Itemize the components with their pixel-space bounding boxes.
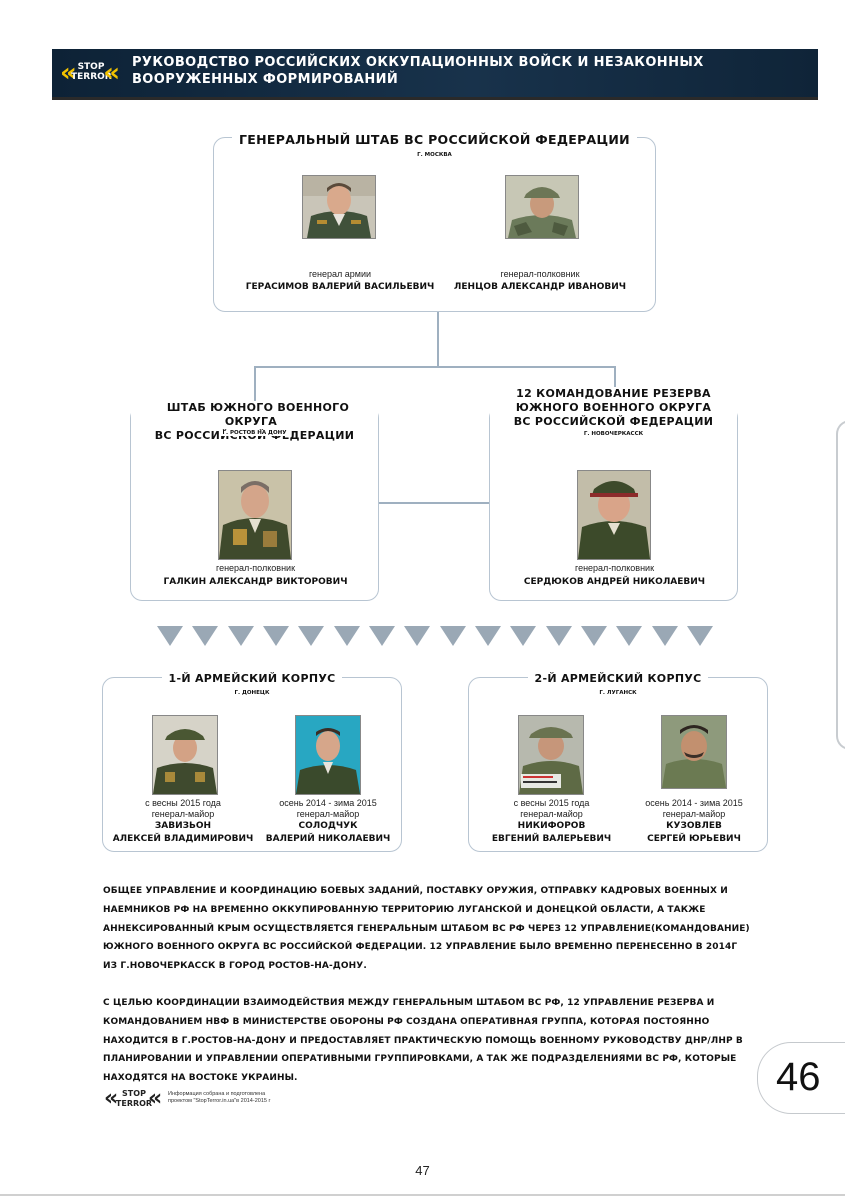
page-title: РУКОВОДСТВО РОССИЙСКИХ ОККУПАЦИОННЫХ ВОЙ…	[132, 54, 772, 88]
service-period: осень 2014 - зима 2015	[624, 798, 764, 809]
service-period: осень 2014 - зима 2015	[258, 798, 398, 809]
person-rank: генерал-полковник	[428, 269, 652, 280]
triangle-icon	[687, 626, 713, 646]
box-location: Г. НОВОЧЕРКАССК	[490, 431, 737, 438]
box-title: ГЕНЕРАЛЬНЫЙ ШТАБ ВС РОССИЙСКОЙ ФЕДЕРАЦИИ	[214, 132, 655, 148]
page-number: 47	[0, 1163, 845, 1179]
portrait-photo	[302, 175, 376, 239]
corps-2-box: 2-Й АРМЕЙСКИЙ КОРПУС Г. ЛУГАНСК с весны …	[468, 677, 768, 852]
portrait-photo	[661, 715, 727, 789]
body-paragraph: ОБЩЕЕ УПРАВЛЕНИЕ И КООРДИНАЦИЮ БОЕВЫХ ЗА…	[103, 882, 753, 976]
person-given-name: АЛЕКСЕЙ ВЛАДИМИРОВИЧ	[103, 833, 263, 845]
triangle-icon	[228, 626, 254, 646]
box-location: Г. РОСТОВ НА ДОНУ	[131, 430, 378, 437]
reserve-command-box: 12 КОМАНДОВАНИЕ РЕЗЕРВА ЮЖНОГО ВОЕННОГО …	[489, 406, 738, 601]
person-rank: генерал-полковник	[131, 563, 380, 574]
connector-line	[378, 502, 489, 504]
divider	[0, 1194, 845, 1196]
triangle-icon	[475, 626, 501, 646]
general-staff-box: ГЕНЕРАЛЬНЫЙ ШТАБ ВС РОССИЙСКОЙ ФЕДЕРАЦИИ…	[213, 137, 656, 312]
side-tab	[836, 420, 845, 750]
portrait-photo	[505, 175, 579, 239]
header-banner: « STOP TERROR « РУКОВОДСТВО РОССИЙСКИХ О…	[52, 49, 818, 100]
service-period: с весны 2015 года	[103, 798, 263, 809]
person-name: ЛЕНЦОВ АЛЕКСАНДР ИВАНОВИЧ	[428, 281, 652, 293]
triangle-icon	[616, 626, 642, 646]
triangle-icon	[334, 626, 360, 646]
person-surname: ЗАВИЗЬОН	[103, 820, 263, 832]
triangle-icon	[298, 626, 324, 646]
service-period: с весны 2015 года	[469, 798, 634, 809]
triangle-icon	[404, 626, 430, 646]
person-rank: генерал-майор	[103, 809, 263, 820]
person-given-name: ЕВГЕНИЙ ВАЛЕРЬЕВИЧ	[469, 833, 634, 845]
person-rank: генерал-майор	[624, 809, 764, 820]
box-location: Г. ЛУГАНСК	[469, 690, 767, 697]
stop-terror-logo: « STOP TERROR «	[60, 59, 120, 87]
triangle-icon	[192, 626, 218, 646]
triangle-icon	[157, 626, 183, 646]
triangle-icon	[546, 626, 572, 646]
person-name: СЕРДЮКОВ АНДРЕЙ НИКОЛАЕВИЧ	[490, 576, 739, 588]
box-title: 2-Й АРМЕЙСКИЙ КОРПУС	[469, 672, 767, 686]
triangle-icon	[510, 626, 536, 646]
page-badge: 46	[757, 1042, 845, 1114]
portrait-photo	[518, 715, 584, 795]
triangle-icon	[369, 626, 395, 646]
triangle-icon	[263, 626, 289, 646]
person-rank: генерал-полковник	[490, 563, 739, 574]
source-note: Информация собрана и подготовлена проект…	[168, 1091, 318, 1105]
person-given-name: ВАЛЕРИЙ НИКОЛАЕВИЧ	[258, 833, 398, 845]
corps-1-box: 1-Й АРМЕЙСКИЙ КОРПУС Г. ДОНЕЦК с весны 2…	[102, 677, 402, 852]
connector-line	[254, 366, 615, 368]
person-surname: СОЛОДЧУК	[258, 820, 398, 832]
person-surname: КУЗОВЛЕВ	[624, 820, 764, 832]
southern-district-box: ШТАБ ЮЖНОГО ВОЕННОГО ОКРУГА ВС РОССИЙСКО…	[130, 406, 379, 601]
portrait-photo	[218, 470, 292, 560]
person-rank: генерал-майор	[469, 809, 634, 820]
portrait-photo	[295, 715, 361, 795]
triangle-icon	[581, 626, 607, 646]
connector-line	[437, 312, 439, 367]
arrow-divider	[157, 626, 713, 648]
footer-logo: « STOP TERROR «	[104, 1088, 160, 1110]
triangle-icon	[652, 626, 678, 646]
triangle-icon	[440, 626, 466, 646]
person-given-name: СЕРГЕЙ ЮРЬЕВИЧ	[624, 833, 764, 845]
box-location: Г. ДОНЕЦК	[103, 690, 401, 697]
box-title: 12 КОМАНДОВАНИЕ РЕЗЕРВА ЮЖНОГО ВОЕННОГО …	[490, 387, 737, 429]
portrait-photo	[152, 715, 218, 795]
body-paragraph: С ЦЕЛЬЮ КООРДИНАЦИИ ВЗАИМОДЕЙСТВИЯ МЕЖДУ…	[103, 994, 753, 1088]
portrait-photo	[577, 470, 651, 560]
person-rank: генерал-майор	[258, 809, 398, 820]
box-location: Г. МОСКВА	[214, 152, 655, 159]
person-surname: НИКИФОРОВ	[469, 820, 634, 832]
person-name: ГАЛКИН АЛЕКСАНДР ВИКТОРОВИЧ	[131, 576, 380, 588]
box-title: 1-Й АРМЕЙСКИЙ КОРПУС	[103, 672, 401, 686]
